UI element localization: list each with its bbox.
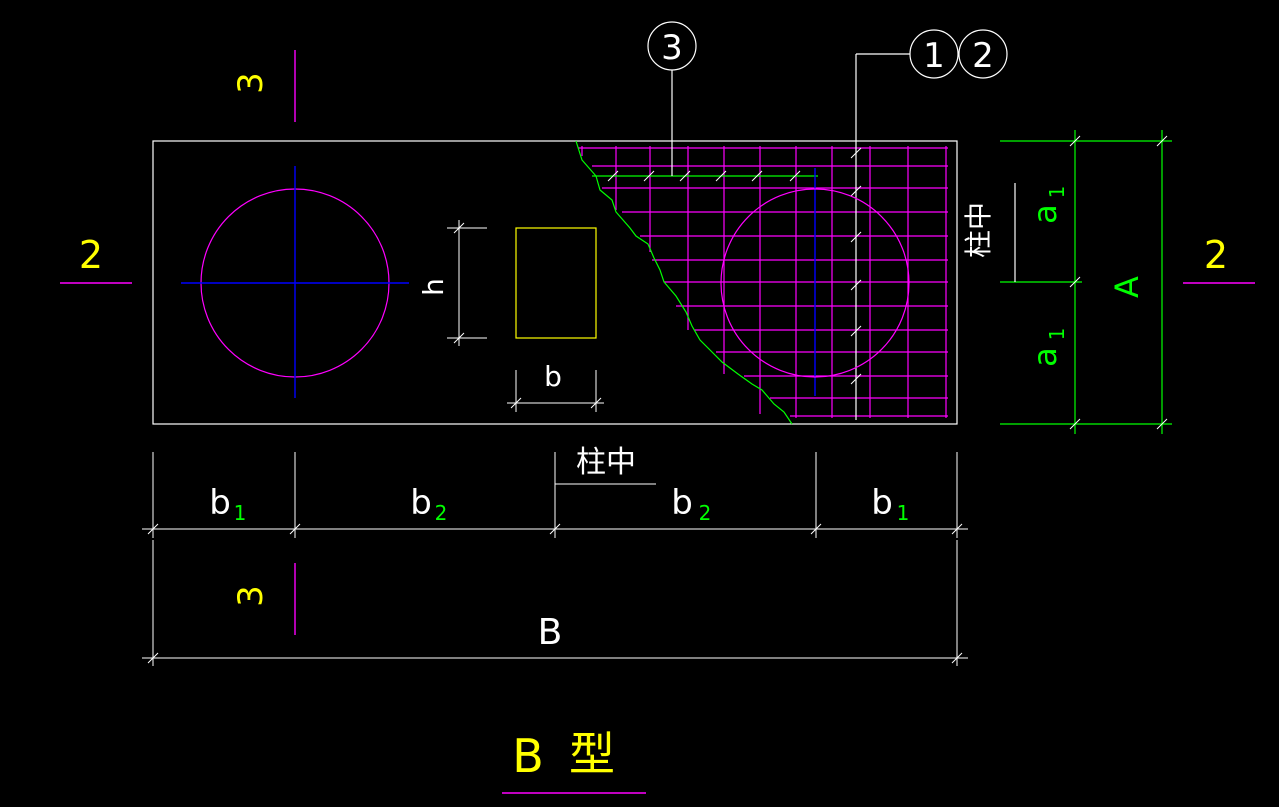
dim-a1-top-main: a [1026, 204, 1064, 224]
pile-circle-right [720, 188, 910, 378]
dim-b1-left-main: b [209, 483, 231, 523]
callout-1-circle [909, 29, 959, 79]
dim-a1-top-sub: 1 [1045, 186, 1069, 199]
dim-chain-a-ticks [1069, 135, 1168, 430]
rebar-mesh [578, 146, 948, 418]
dim-b2-right-sub: 2 [699, 501, 712, 525]
dim-total-A-label: A [1108, 276, 1146, 298]
break-line [575, 140, 793, 425]
title-char: 型 [569, 727, 615, 781]
callout-3-circle [647, 21, 697, 71]
dim-h-label: h [417, 278, 450, 296]
dim-chain-a [1000, 130, 1172, 434]
section-2-right-label: 2 [1204, 233, 1228, 277]
section-3-top-label: 3 [231, 72, 271, 94]
title-letter: B [512, 729, 544, 783]
dim-b2-left-sub: 2 [435, 501, 448, 525]
dim-a1-bottom-sub: 1 [1045, 328, 1069, 341]
pile-centerlines [181, 166, 409, 398]
dim-total-B [142, 540, 968, 666]
callout-2-label: 2 [972, 36, 994, 76]
dim-chain-b [142, 452, 968, 538]
column-rect [515, 227, 597, 339]
dim-h [447, 220, 487, 346]
dim-total-B-label: B [538, 612, 563, 653]
section-3-bottom-label: 3 [231, 585, 271, 607]
callout-2-circle [958, 29, 1008, 79]
bar-ticks [607, 147, 862, 385]
dim-b-label: b [544, 360, 562, 393]
callout-3-label: 3 [661, 28, 683, 68]
dim-b1-right-main: b [871, 483, 893, 523]
dim-b [507, 370, 604, 412]
dim-b1-right-sub: 1 [897, 501, 910, 525]
section-2-left-label: 2 [79, 233, 103, 277]
dim-b1-left-sub: 1 [234, 501, 247, 525]
dim-b2-right-main: b [671, 483, 693, 523]
footing-outline [152, 140, 958, 425]
callout-1-label: 1 [923, 36, 945, 76]
column-center-right-label: 柱中 [962, 202, 995, 258]
dim-a1-bottom-main: a [1026, 347, 1064, 367]
dim-b2-left-main: b [410, 483, 432, 523]
column-center-bottom-label: 柱中 [576, 445, 636, 480]
